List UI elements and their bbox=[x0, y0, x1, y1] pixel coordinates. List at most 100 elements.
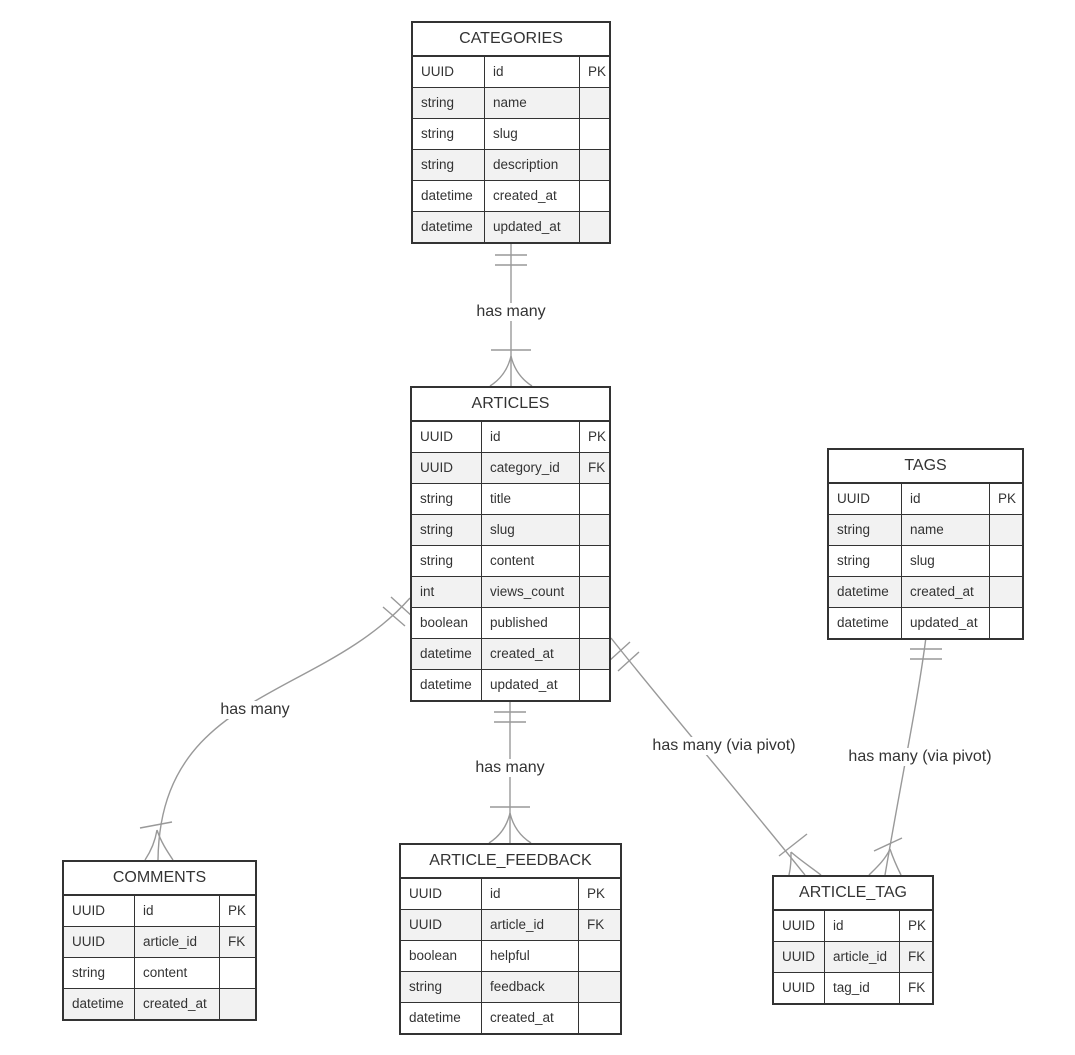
attribute-type: UUID bbox=[412, 453, 482, 483]
attribute-type: datetime bbox=[829, 577, 902, 607]
attribute-type: string bbox=[412, 515, 482, 545]
attribute-type: UUID bbox=[774, 911, 825, 941]
attribute-type: datetime bbox=[64, 989, 135, 1019]
attribute-key bbox=[580, 88, 609, 118]
attribute-type: UUID bbox=[64, 896, 135, 926]
attribute-key bbox=[580, 150, 609, 180]
attribute-type: datetime bbox=[412, 670, 482, 700]
entity-title: ARTICLE_FEEDBACK bbox=[401, 845, 620, 879]
one-cardinality-marker bbox=[608, 641, 640, 672]
one-cardinality-marker bbox=[382, 596, 414, 627]
one-cardinality-marker bbox=[494, 711, 526, 723]
entity-title: ARTICLE_TAG bbox=[774, 877, 932, 911]
attribute-name: slug bbox=[482, 515, 580, 545]
attribute-name: views_count bbox=[482, 577, 580, 607]
attribute-name: name bbox=[485, 88, 580, 118]
attribute-name: id bbox=[482, 879, 579, 909]
edge-label-tags-article-tag: has many (via pivot) bbox=[845, 748, 995, 766]
attribute-type: UUID bbox=[829, 484, 902, 514]
attribute-key bbox=[580, 670, 609, 700]
attribute-key bbox=[580, 546, 609, 576]
attribute-name: category_id bbox=[482, 453, 580, 483]
attribute-type: int bbox=[412, 577, 482, 607]
attribute-name: tag_id bbox=[825, 973, 900, 1003]
attribute-key bbox=[579, 941, 620, 971]
attribute-type: UUID bbox=[401, 879, 482, 909]
entity-title: COMMENTS bbox=[64, 862, 255, 896]
entity-title: CATEGORIES bbox=[413, 23, 609, 57]
attribute-type: datetime bbox=[401, 1003, 482, 1033]
attribute-name: slug bbox=[485, 119, 580, 149]
attribute-key: PK bbox=[228, 903, 247, 918]
attribute-name: created_at bbox=[135, 989, 220, 1019]
attribute-key bbox=[580, 515, 609, 545]
attribute-key: FK bbox=[587, 917, 605, 932]
attribute-key bbox=[220, 989, 255, 1019]
attribute-name: name bbox=[902, 515, 990, 545]
attribute-type: string bbox=[64, 958, 135, 988]
attribute-name: slug bbox=[902, 546, 990, 576]
attribute-type: datetime bbox=[413, 181, 485, 211]
one-cardinality-marker bbox=[910, 648, 942, 660]
attribute-name: updated_at bbox=[902, 608, 990, 638]
attribute-name: content bbox=[135, 958, 220, 988]
attribute-type: string bbox=[412, 546, 482, 576]
edge-label-articles-article-feedback: has many bbox=[472, 759, 548, 777]
attribute-type: UUID bbox=[774, 973, 825, 1003]
attribute-name: id bbox=[482, 422, 580, 452]
attribute-type: UUID bbox=[64, 927, 135, 957]
attribute-type: datetime bbox=[829, 608, 902, 638]
attribute-type: boolean bbox=[401, 941, 482, 971]
edge-articles-comments[interactable] bbox=[139, 596, 414, 861]
attribute-type: UUID bbox=[413, 57, 485, 87]
relationship-line[interactable] bbox=[610, 637, 806, 876]
edge-tags-article-tag[interactable] bbox=[868, 636, 942, 876]
attribute-name: created_at bbox=[902, 577, 990, 607]
one-bar-marker bbox=[139, 821, 173, 829]
edge-articles-article-tag[interactable] bbox=[608, 637, 822, 876]
one-cardinality-marker bbox=[495, 254, 527, 266]
attribute-name: updated_at bbox=[485, 212, 580, 242]
relationship-line[interactable] bbox=[884, 636, 927, 876]
crow-foot-marker bbox=[144, 829, 174, 861]
one-bar-marker bbox=[778, 833, 808, 857]
attribute-type: string bbox=[401, 972, 482, 1002]
attribute-type: UUID bbox=[412, 422, 482, 452]
edge-label-articles-article-tag: has many (via pivot) bbox=[649, 737, 799, 755]
attribute-key bbox=[580, 212, 609, 242]
attribute-key bbox=[580, 639, 609, 669]
entity-title: TAGS bbox=[829, 450, 1022, 484]
attribute-key: PK bbox=[587, 886, 606, 901]
attribute-type: string bbox=[829, 546, 902, 576]
attribute-type: string bbox=[413, 119, 485, 149]
attribute-type: UUID bbox=[774, 942, 825, 972]
attribute-key bbox=[579, 1003, 620, 1033]
attribute-type: datetime bbox=[413, 212, 485, 242]
relationship-line[interactable] bbox=[157, 597, 411, 861]
attribute-name: created_at bbox=[482, 639, 580, 669]
attribute-key: FK bbox=[228, 934, 246, 949]
